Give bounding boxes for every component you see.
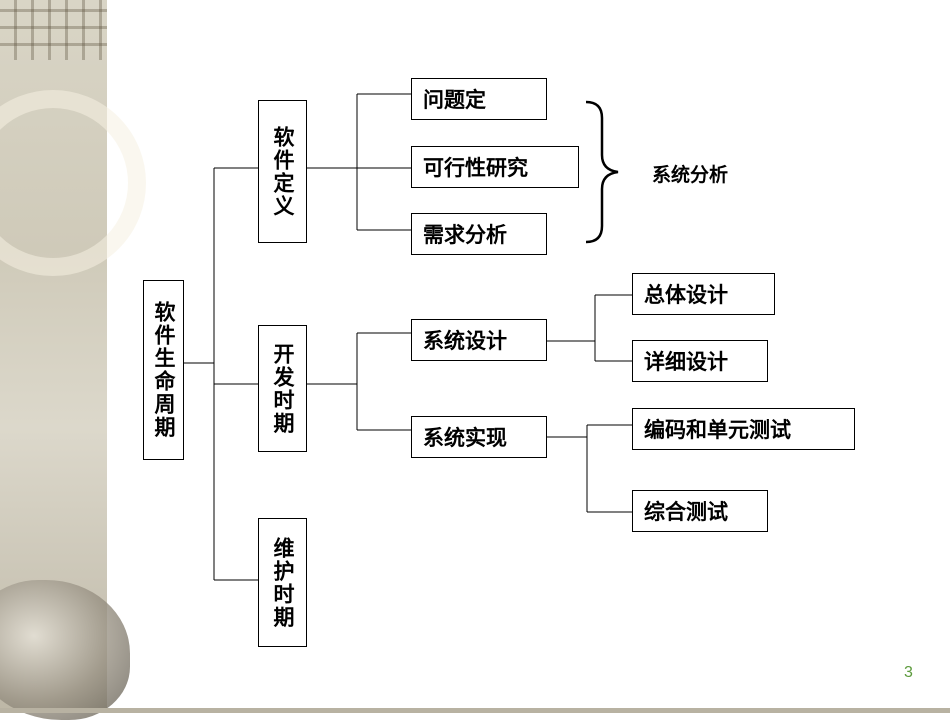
requirements-analysis-box: 需求分析: [411, 213, 547, 255]
feasibility-study-box: 可行性研究: [411, 146, 579, 188]
phase-development-box: 开发时期: [258, 325, 307, 452]
decorative-flower-image: [0, 580, 130, 720]
detailed-design-box: 详细设计: [632, 340, 768, 382]
system-design-box: 系统设计: [411, 319, 547, 361]
phase-maintenance-box: 维护时期: [258, 518, 307, 647]
phase-definition-box: 软件定义: [258, 100, 307, 243]
curly-brace: [585, 100, 619, 244]
coding-unit-testing-box: 编码和单元测试: [632, 408, 855, 450]
slide-bottom-edge: [0, 708, 950, 713]
overall-design-box: 总体设计: [632, 273, 775, 315]
page-number: 3: [904, 664, 913, 681]
system-analysis-label: 系统分析: [652, 164, 729, 186]
problem-definition-box: 问题定: [411, 78, 547, 120]
integration-testing-box: 综合测试: [632, 490, 768, 532]
system-implementation-box: 系统实现: [411, 416, 547, 458]
root-box: 软件生命周期: [143, 280, 184, 460]
